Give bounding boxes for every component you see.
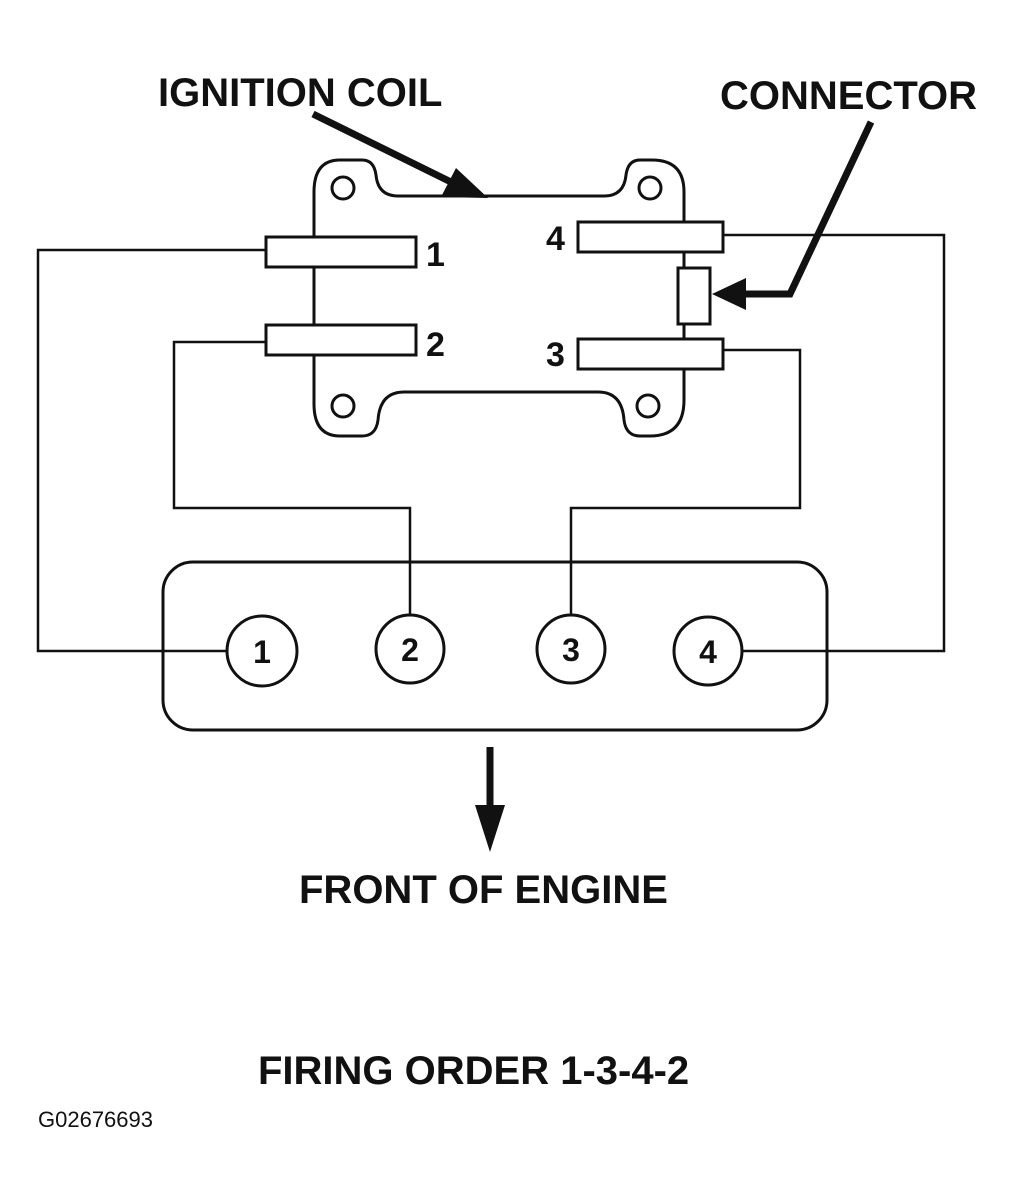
coil-tower-4 (576, 220, 725, 254)
ignition-coil-label: IGNITION COIL (158, 71, 442, 115)
coil-connector (676, 266, 712, 326)
coil-tower-3 (576, 337, 725, 371)
cylinder-1: 1 (225, 614, 299, 688)
wire-coil3-to-cyl3 (569, 348, 802, 615)
ignition-coil-leader-line (311, 110, 457, 188)
cylinder-1-label: 1 (253, 634, 271, 670)
ignition-coil-body (312, 158, 686, 438)
wire-coil4-to-cyl4 (723, 233, 946, 653)
coil-terminal-2-label: 2 (426, 326, 445, 364)
connector-arrowhead (712, 278, 746, 310)
coil-tower-1 (264, 235, 418, 269)
mounting-hole-top-left (330, 175, 356, 201)
cylinder-3-label: 3 (562, 632, 580, 668)
coil-terminal-4-label: 4 (546, 220, 565, 258)
coil-terminal-3-label: 3 (546, 336, 565, 374)
cylinder-2-label: 2 (401, 632, 419, 668)
cylinder-3: 3 (535, 613, 607, 685)
cylinder-2: 2 (374, 613, 446, 685)
engine-block (161, 560, 829, 732)
connector-label: CONNECTOR (720, 74, 977, 118)
cylinder-4-label: 4 (699, 634, 717, 670)
coil-terminal-1-label: 1 (426, 236, 445, 274)
connector-leader-line (742, 120, 875, 298)
firing-order-label: FIRING ORDER 1-3-4-2 (258, 1049, 689, 1093)
cylinder-4: 4 (672, 615, 744, 687)
figure-id-label: G02676693 (38, 1107, 153, 1132)
front-of-engine-arrowhead (475, 805, 505, 852)
ignition-coil-arrowhead (441, 168, 488, 198)
wire-coil2-to-cyl2 (172, 340, 412, 615)
mounting-hole-bottom-left (330, 393, 356, 419)
wire-coil1-to-cyl1 (36, 248, 266, 653)
mounting-hole-top-right (637, 175, 663, 201)
coil-tower-2 (264, 323, 418, 357)
front-of-engine-label: FRONT OF ENGINE (299, 868, 668, 912)
mounting-hole-bottom-right (635, 393, 661, 419)
